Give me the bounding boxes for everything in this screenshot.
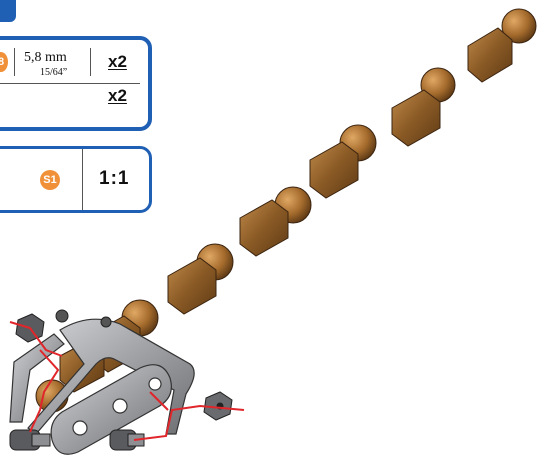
screw <box>56 310 68 322</box>
bracket-hole <box>113 399 127 413</box>
bracket-hole <box>73 421 87 435</box>
cube-segment <box>468 28 512 82</box>
bracket-hole <box>149 378 161 390</box>
cube-segment <box>310 142 358 198</box>
cube-segment <box>240 200 288 256</box>
screw <box>101 317 111 327</box>
screw-shank <box>32 434 50 446</box>
cube-segment <box>392 90 440 146</box>
cube-segment <box>168 258 216 314</box>
